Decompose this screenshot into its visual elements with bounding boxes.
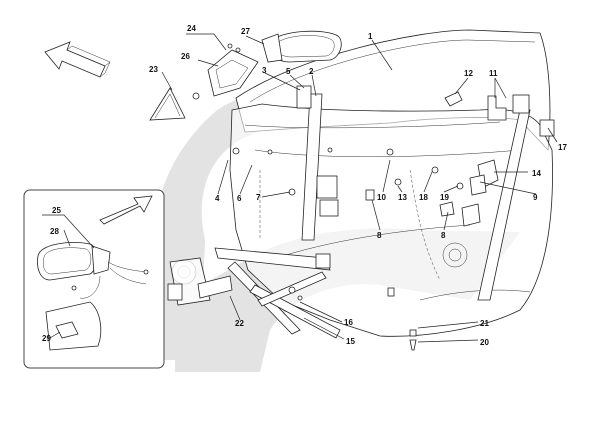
door-mirror [192, 30, 342, 100]
callout-26: 26 [181, 52, 190, 61]
callout-3: 3 [262, 66, 267, 75]
callout-17: 17 [558, 143, 567, 152]
callout-labels: 1 2 3 5 4 6 7 8 8 9 10 11 12 13 14 15 16… [42, 24, 567, 347]
callout-16: 16 [344, 318, 353, 327]
callout-7: 7 [256, 193, 261, 202]
callout-18: 18 [419, 193, 428, 202]
callout-28: 28 [50, 227, 59, 236]
window-guide-rail [296, 85, 339, 241]
inset-box [23, 189, 165, 369]
callout-1: 1 [368, 32, 373, 41]
fasteners [232, 147, 464, 297]
bracket-12 [444, 91, 463, 107]
rear-guide-rail [477, 94, 555, 301]
callout-25: 25 [52, 206, 61, 215]
callout-6: 6 [237, 194, 242, 203]
callout-19: 19 [440, 193, 449, 202]
arrow-icon [99, 195, 153, 225]
callout-8-right: 8 [441, 231, 446, 240]
callout-24: 24 [187, 24, 196, 33]
callout-11: 11 [489, 69, 498, 78]
callout-13: 13 [398, 193, 407, 202]
callout-8-left: 8 [377, 231, 382, 240]
callout-2: 2 [309, 67, 314, 76]
clip-14 [469, 159, 499, 196]
window-regulator [167, 247, 341, 339]
callout-9: 9 [533, 193, 538, 202]
triangle-cover [149, 87, 186, 121]
bracket-11 [487, 95, 507, 121]
arrow-icon [44, 41, 111, 78]
callout-5: 5 [286, 67, 291, 76]
bolts-20-21 [409, 329, 417, 351]
callout-22: 22 [235, 319, 244, 328]
callout-10: 10 [377, 193, 386, 202]
callout-14: 14 [532, 169, 541, 178]
callout-27: 27 [241, 27, 250, 36]
callout-4: 4 [215, 194, 220, 203]
clip-9 [439, 201, 481, 227]
callout-21: 21 [480, 319, 489, 328]
callout-12: 12 [464, 69, 473, 78]
callout-23: 23 [149, 65, 158, 74]
leader-lines [42, 33, 558, 343]
callout-29: 29 [42, 334, 51, 343]
callout-20: 20 [480, 338, 489, 347]
callout-15: 15 [346, 337, 355, 346]
